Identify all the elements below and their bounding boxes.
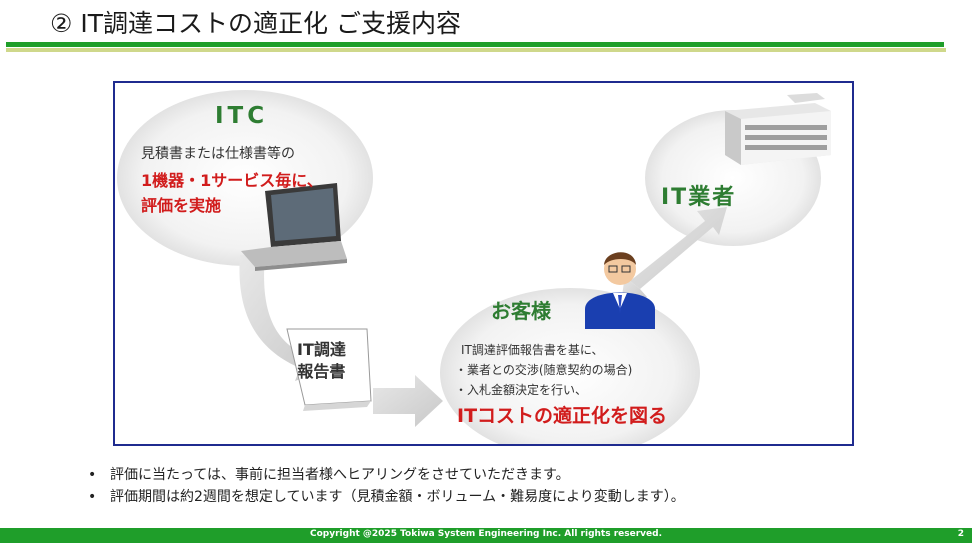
notes-list: 評価に当たっては、事前に担当者様へヒアリングをさせていただきます。 評価期間は約… [88, 464, 685, 508]
report-document-icon [286, 328, 372, 411]
report-document-label: IT調達 報告書 [297, 339, 346, 383]
itc-highlight-1: 1機器・1サービス毎に、 [141, 171, 323, 190]
page-number: 2 [957, 529, 964, 539]
copyright-text: Copyright @2025 Tokiwa System Engineerin… [310, 529, 662, 539]
diagram-graphics [117, 90, 831, 444]
client-point-negotiation: ・業者との交渉(随意契約の場合) [455, 363, 633, 377]
itc-highlight-2: 評価を実施 [141, 196, 222, 215]
vendor-title: IT業者 [661, 185, 737, 210]
slide-title: ② IT調達コストの適正化 ご支援内容 [50, 9, 461, 38]
client-goal: ITコストの適正化を図る [457, 405, 668, 427]
client-point-bidding: ・入札金額決定を行い、 [455, 383, 588, 397]
title-underline [6, 42, 944, 47]
title-underline-accent [6, 48, 946, 52]
note-period: 評価期間は約2週間を想定しています（見積金額・ボリューム・難易度により変動します… [88, 486, 685, 508]
report-label-line2: 報告書 [297, 362, 346, 381]
client-description: IT調達評価報告書を基に、 [461, 343, 604, 357]
footer-bar: Copyright @2025 Tokiwa System Engineerin… [0, 528, 972, 543]
laptop-icon [241, 183, 347, 271]
itc-description: 見積書または仕様書等の [141, 146, 295, 162]
itc-title: ITC [215, 103, 269, 129]
person-icon [585, 252, 655, 329]
building-icon [725, 93, 831, 165]
note-hearing: 評価に当たっては、事前に担当者様へヒアリングをさせていただきます。 [88, 464, 685, 486]
flow-arrow-itc-to-report [239, 255, 327, 381]
flow-arrow-report-to-client [373, 375, 443, 427]
report-label-line1: IT調達 [297, 340, 346, 359]
diagram-frame: ITC 見積書または仕様書等の 1機器・1サービス毎に、 評価を実施 IT業者 … [113, 81, 854, 446]
client-title: お客様 [491, 299, 551, 323]
